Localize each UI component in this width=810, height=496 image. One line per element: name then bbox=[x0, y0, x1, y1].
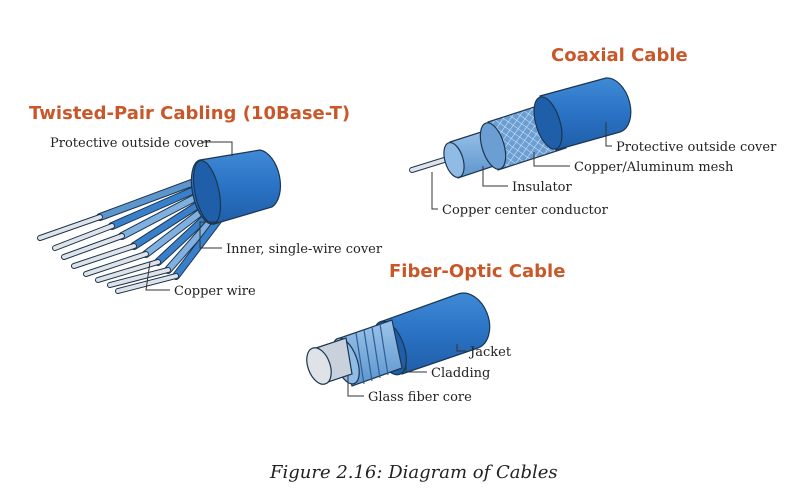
leader-fiber-jacket bbox=[456, 344, 466, 352]
coax-outer-cover bbox=[533, 77, 632, 151]
leader-tp-copper bbox=[145, 261, 170, 291]
tp-label-inner-cover: Inner, single-wire cover bbox=[226, 242, 383, 257]
coax-label-mesh: Copper/Aluminum mesh bbox=[574, 160, 734, 175]
coaxial-illustration bbox=[409, 77, 632, 179]
tp-label-protective-cover: Protective outside cover bbox=[50, 136, 211, 151]
fiber-label-cladding: Cladding bbox=[431, 366, 490, 381]
leader-lines bbox=[145, 122, 612, 397]
leader-tp-inner bbox=[199, 221, 222, 249]
wire-1 bbox=[37, 174, 209, 241]
leader-tp-cover bbox=[201, 141, 233, 156]
twisted-pair-illustration bbox=[37, 149, 282, 294]
leader-coax-conductor bbox=[431, 172, 438, 210]
twisted-pair-title: Twisted-Pair Cabling (10Base-T) bbox=[29, 103, 350, 124]
fiber-core bbox=[306, 337, 353, 385]
twisted-pair-jacket bbox=[190, 149, 282, 225]
fiber-label-core: Glass fiber core bbox=[368, 390, 472, 405]
leader-fiber-core bbox=[347, 376, 364, 397]
leader-coax-cover bbox=[605, 122, 612, 147]
leader-coax-insulator bbox=[482, 166, 508, 187]
fiber-label-jacket: Jacket bbox=[468, 345, 512, 360]
leader-coax-mesh bbox=[533, 152, 570, 167]
figure-caption: Figure 2.16: Diagram of Cables bbox=[269, 462, 558, 483]
fiber-optic-title: Fiber-Optic Cable bbox=[389, 261, 565, 282]
coaxial-title: Coaxial Cable bbox=[551, 45, 688, 66]
coax-label-insulator: Insulator bbox=[512, 180, 573, 195]
tp-label-copper-wire: Copper wire bbox=[174, 284, 256, 299]
coax-label-protective-cover: Protective outside cover bbox=[616, 140, 777, 155]
coax-label-center-conductor: Copper center conductor bbox=[442, 203, 609, 218]
fiber-optic-illustration bbox=[306, 292, 491, 387]
leader-fiber-cladding bbox=[405, 366, 427, 373]
